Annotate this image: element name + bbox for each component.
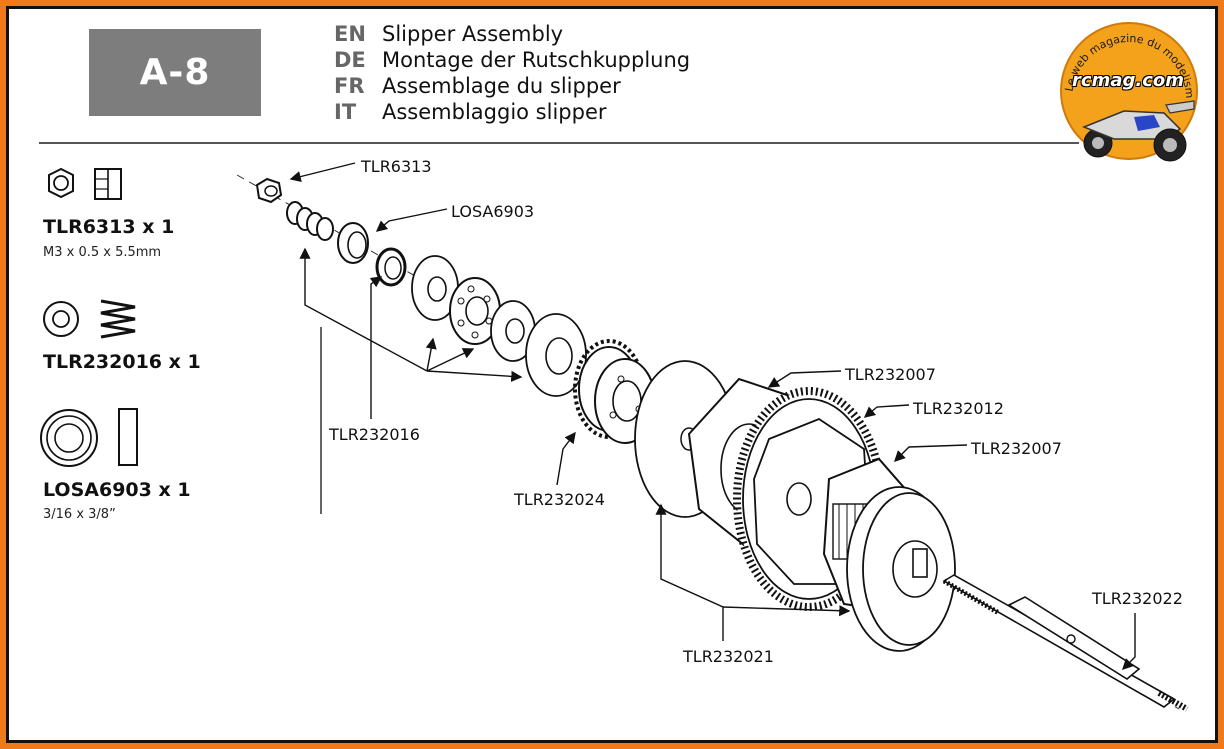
title-text: Montage der Rutschkupplung: [382, 48, 691, 72]
leader-tlr232022: [1122, 613, 1136, 670]
lang-code: DE: [334, 48, 366, 72]
callout-tlr232021: TLR232021: [683, 647, 774, 666]
locknut-part: [255, 177, 283, 204]
step-number-box: A-8: [89, 29, 261, 116]
callout-tlr232007-top: TLR232007: [845, 365, 936, 384]
title-text: Assemblage du slipper: [382, 74, 621, 98]
lang-code: EN: [334, 22, 366, 46]
callout-tlr232022: TLR232022: [1092, 589, 1183, 608]
exploded-view-diagram: [40, 162, 1189, 712]
nut-side-icon: [94, 168, 122, 200]
lang-code: FR: [334, 74, 365, 98]
title-row-de: DE Montage der Rutschkupplung: [334, 47, 690, 73]
leader-tlr232021-a: [655, 503, 724, 641]
logo-badge: Le web magazine du modelisme: [1051, 11, 1198, 162]
leader-tlr232021-b: [722, 605, 851, 617]
rcmag-logo: Le web magazine du modelisme rcmag.com: [1051, 11, 1204, 169]
callout-tlr6313: TLR6313: [361, 157, 432, 176]
leader-washer-1: [425, 337, 437, 372]
logo-main-text: rcmag.com: [1072, 70, 1184, 91]
spring-icon: [100, 299, 136, 339]
instruction-sheet: A-8 EN Slipper Assembly DE Montage der R…: [6, 6, 1218, 743]
leader-tlr232024: [556, 431, 576, 486]
title-row-it: IT Assemblaggio slipper: [334, 99, 690, 125]
bearing-part-inner: [375, 247, 407, 287]
callout-tlr232016: TLR232016: [329, 425, 420, 444]
callout-tlr232012: TLR232012: [913, 399, 1004, 418]
leader-losa6903: [375, 208, 448, 232]
hardware-size-tlr6313: M3 x 0.5 x 5.5mm: [43, 245, 162, 260]
hardware-part-tlr6313: TLR6313 x 1: [43, 216, 175, 238]
leader-spring: [299, 247, 428, 372]
slipper-hub-disc: [846, 486, 956, 652]
callout-tlr232024: TLR232024: [514, 490, 605, 509]
thrust-bearing-cage: [449, 277, 501, 345]
title-block: EN Slipper Assembly DE Montage der Rutsc…: [334, 21, 690, 125]
leader-washer-3: [426, 370, 523, 382]
bearing-side-icon: [118, 408, 138, 466]
title-row-fr: FR Assemblage du slipper: [334, 73, 690, 99]
title-row-en: EN Slipper Assembly: [334, 21, 690, 47]
leader-tlr232016: [369, 276, 383, 419]
leader-tlr232012: [863, 404, 910, 418]
nut-icon: [48, 167, 74, 199]
title-text: Assemblaggio slipper: [382, 100, 607, 124]
thrust-washer-2: [490, 300, 536, 362]
washer-icon: [43, 301, 79, 337]
header-divider: [39, 142, 1079, 144]
pulley-part: [573, 339, 656, 444]
leader-washer-2: [426, 348, 475, 372]
thrust-washer-1: [411, 255, 459, 321]
lang-code: IT: [334, 100, 357, 124]
leader-tlr232007-top: [767, 370, 842, 388]
title-text: Slipper Assembly: [382, 22, 564, 46]
spring-part: [286, 201, 334, 241]
bearing-icon: [40, 409, 98, 467]
thrust-washer-3: [525, 313, 587, 397]
buggy-icon: [1081, 100, 1195, 162]
hardware-size-losa6903: 3/16 x 3/8”: [43, 507, 116, 522]
leader-tlr6313: [289, 162, 356, 183]
hardware-part-tlr232016: TLR232016 x 1: [43, 351, 201, 373]
bearing-part-outer: [337, 222, 369, 264]
leader-tlr232007-bottom: [894, 444, 968, 462]
callout-tlr232007-bottom: TLR232007: [971, 439, 1062, 458]
shaft-part: [942, 574, 1189, 712]
callout-losa6903: LOSA6903: [451, 202, 535, 221]
hardware-part-losa6903: LOSA6903 x 1: [43, 479, 191, 501]
step-number: A-8: [139, 52, 211, 93]
